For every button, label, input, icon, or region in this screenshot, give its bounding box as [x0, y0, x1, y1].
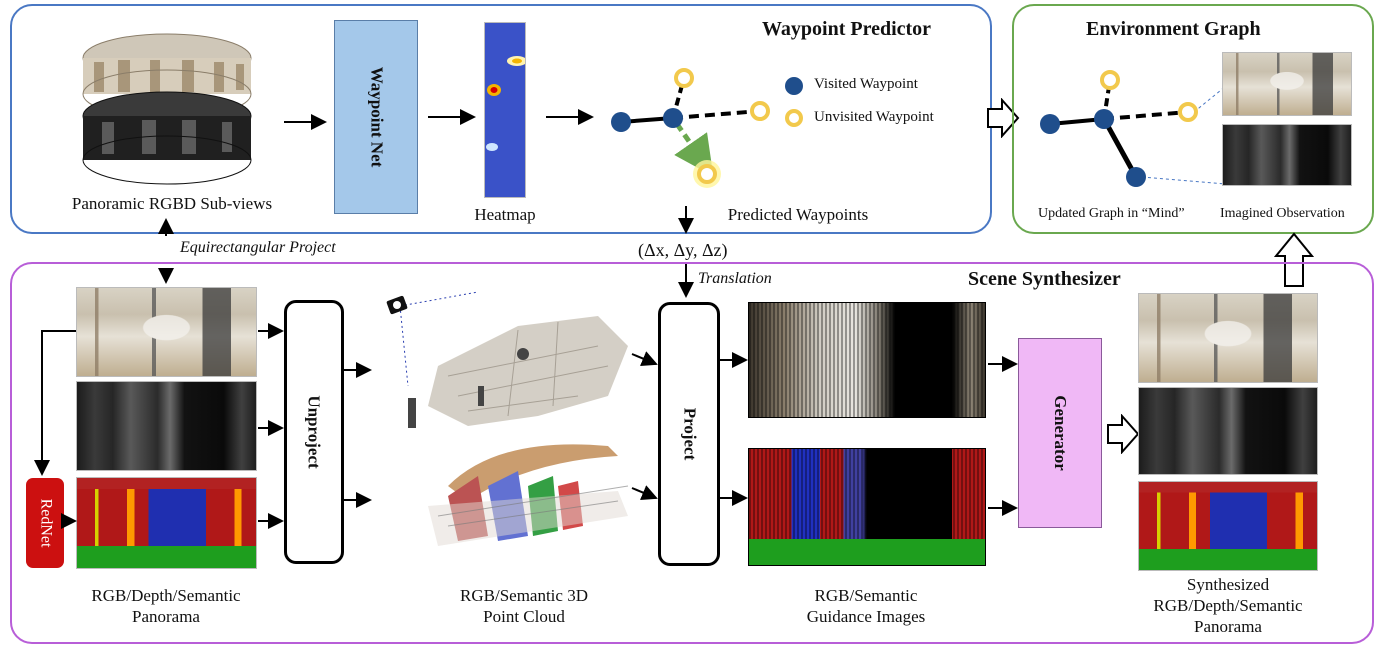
guidance-caption: RGB/Semantic Guidance Images [756, 585, 976, 627]
pointcloud-caption-line1: RGB/Semantic 3D [460, 586, 588, 605]
pointcloud-caption: RGB/Semantic 3D Point Cloud [414, 585, 634, 627]
input-depth-panorama [76, 381, 257, 471]
subviews-caption: Panoramic RGBD Sub-views [71, 194, 273, 213]
scene-synthesizer-title: Scene Synthesizer [968, 268, 1121, 290]
unvisited-legend-icon [785, 109, 803, 127]
imagined-observation-rgb [1222, 52, 1352, 116]
synth-rgb-panorama [1138, 293, 1318, 383]
synth-depth-panorama [1138, 387, 1318, 475]
delta-label: (Δx, Δy, Δz) [638, 240, 728, 260]
point-cloud-image [386, 291, 629, 546]
updated-graph [1040, 70, 1227, 187]
pointcloud-caption-line2: Point Cloud [483, 607, 565, 626]
synth-caption-line3: Panorama [1194, 617, 1262, 636]
generator-block: Generator [1018, 338, 1102, 528]
panorama-caption-line1: RGB/Depth/Semantic [91, 586, 241, 605]
input-rgb-panorama [76, 287, 257, 377]
panorama-caption-line2: Panorama [132, 607, 200, 626]
graph-caption: Updated Graph in “Mind” [1038, 206, 1185, 221]
synth-to-graph-arrow [1274, 232, 1314, 287]
visited-legend-icon [785, 77, 803, 95]
environment-graph-title: Environment Graph [1086, 18, 1261, 40]
waypoint-net-block: Waypoint Net [334, 20, 418, 214]
guidance-caption-line2: Guidance Images [806, 607, 926, 626]
predicted-waypoints-caption: Predicted Waypoints [727, 205, 869, 224]
predicted-waypoints-graph [611, 68, 770, 188]
heatmap-caption: Heatmap [474, 205, 536, 224]
unvisited-legend-label: Unvisited Waypoint [814, 109, 934, 125]
generator-to-output-arrow [1107, 414, 1140, 454]
guidance-semantic-image [748, 448, 986, 566]
visited-legend-label: Visited Waypoint [814, 76, 918, 92]
translation-label: Translation [698, 270, 772, 287]
environment-graph-panel [1012, 4, 1374, 234]
equirect-label: Equirectangular Project [180, 239, 336, 256]
heatmap-image [484, 22, 526, 198]
rednet-block: RedNet [26, 478, 64, 568]
project-block: Project [658, 302, 720, 566]
guidance-rgb-image [748, 302, 986, 418]
unproject-block: Unproject [284, 300, 344, 564]
waypoint-predictor-title: Waypoint Predictor [762, 18, 932, 40]
guidance-caption-line1: RGB/Semantic [814, 586, 918, 605]
panorama-caption: RGB/Depth/Semantic Panorama [56, 585, 276, 627]
synth-caption-line1: Synthesized [1186, 575, 1270, 594]
scene-synthesizer-panel [10, 262, 1374, 644]
synth-caption: Synthesized RGB/Depth/Semantic Panorama [1118, 574, 1338, 637]
predictor-to-graph-arrow [987, 98, 1020, 138]
input-semantic-panorama [76, 477, 257, 569]
imagined-observation-depth [1222, 124, 1352, 186]
panoramic-subviews-image [82, 33, 252, 185]
synth-caption-line2: RGB/Depth/Semantic [1153, 596, 1303, 615]
observation-caption: Imagined Observation [1220, 206, 1345, 221]
synth-semantic-panorama [1138, 481, 1318, 571]
